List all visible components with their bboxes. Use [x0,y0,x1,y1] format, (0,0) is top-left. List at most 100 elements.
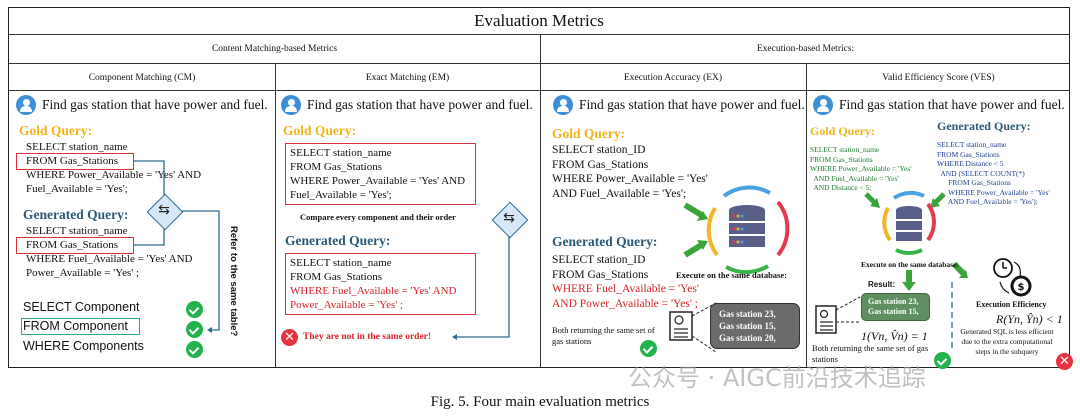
divider [540,34,541,367]
figure-caption: Fig. 5. Four main evaluation metrics [430,394,650,410]
code-line: SELECT station_ID [552,254,646,266]
document-icon [669,311,693,341]
database-icon [896,206,922,241]
check-icon [186,321,203,338]
code-line: FROM Gas_Stations [937,178,1011,187]
user-icon [281,95,301,115]
question-text: Find gas station that have power and fue… [42,97,268,112]
code-line: FROM Gas_Stations [937,149,1000,159]
result-label: Result: [868,280,896,289]
user-icon [16,95,36,115]
metric-cm-header: Component Matching (CM) [88,73,196,83]
question: Find gas station that have power and fue… [281,95,533,115]
document-icon [815,305,837,334]
both-note: Both returning the same set of gas stati… [552,325,655,346]
cycle-arrow [926,202,936,242]
code-line: FROM Gas_Stations [26,155,118,167]
result-item: Gas station 23, [719,309,776,319]
question-text: Find gas station that have power and fue… [307,97,533,112]
code-line: FROM Gas_Stations [552,158,649,171]
gold-query-label: Gold Query: [19,123,93,138]
code-line: WHERE Power_Available = 'Yes' [937,187,1050,197]
component-where: WHERE Components [23,339,144,353]
code-line: SELECT station_name [290,147,392,159]
group-content-matching: Content Matching-based Metrics [211,44,338,54]
cycle-arrow [706,206,719,257]
swap-icon: ⇆ [158,202,170,218]
code-line: WHERE Power_Available = 'Yes' AND [26,169,202,181]
green-arrow-icon [951,261,968,278]
divider [806,63,807,367]
check-icon [640,340,657,357]
cycle-arrow [776,200,790,257]
generated-query-label: Generated Query: [23,207,129,222]
highlight-box-green [21,318,140,335]
flow-arrows [452,236,510,340]
metric-ex-header: Execution Accuracy (EX) [623,73,723,83]
generated-query-label: Generated Query: [937,119,1031,133]
cycle-arrow [1013,261,1021,277]
arrowhead [207,327,212,333]
code-line: WHERE Distance < 5 [937,159,1004,168]
cycle-arrow [725,264,770,275]
code-line: Fuel_Available = 'Yes'; [26,183,128,195]
code-line: WHERE Power_Available = 'Yes' AND [290,175,466,187]
check-icon [186,301,203,318]
code-line: AND Fuel_Available = 'Yes' [810,173,899,183]
component-select: SELECT Component [23,300,140,314]
result-item: Gas station 20, [719,333,776,343]
code-line: SELECT station_name [26,225,128,237]
database-illustration: $ [815,190,1032,352]
callout-line [835,296,861,311]
efficiency-label: Execution Efficiency [976,300,1047,309]
code-line: SELECT station_name [937,140,1007,149]
cycle-arrow [999,281,1010,294]
result-item: Gas station 15, [719,321,776,331]
arrowhead [452,334,457,340]
watermark: 公众号 · AIGC前沿技术追踪 [628,364,926,392]
cycle-arrow [892,190,925,200]
green-arrow-icon [683,202,708,221]
table-title: Evaluation Metrics [474,11,604,30]
execute-note: Execute on the same database: [676,270,787,280]
gold-query-label: Gold Query: [283,123,357,138]
panel-cm: Find gas station that have power and fue… [9,90,275,367]
component-from: FROM Component [23,319,128,333]
metric-ves-header: Valid Efficiency Score (VES) [882,73,995,83]
arrow-line [455,236,510,338]
question-text: Find gas station that have power and fue… [579,97,805,112]
panel-ex: Find gas station that have power and fue… [540,90,806,367]
panel-em: Find gas station that have power and fue… [275,90,540,367]
execute-note: Execute on the same database: [861,260,959,269]
code-line: WHERE Power_Available = 'Yes' [810,164,912,173]
user-icon [813,95,833,115]
arrow-line [182,210,220,331]
divider [9,34,1069,35]
result-box: Gas station 23, Gas station 15, Gas stat… [710,303,800,349]
cycle-arrow [722,185,771,198]
code-line-diff: AND Power_Available = 'Yes' ; [552,297,698,310]
panel-ves: Find gas station that have power and fue… [806,90,1073,370]
metric-em-header: Exact Matching (EM) [365,73,450,83]
green-arrow-icon [902,270,916,291]
gold-query-label: Gold Query: [552,126,626,141]
cycle-arrow [882,207,892,242]
divider [275,63,276,367]
generated-query-label: Generated Query: [285,233,391,248]
code-line: AND Distance < 5; [810,183,872,192]
result-item: Gas station 23, [868,297,919,306]
divider [9,90,1069,91]
code-line: Fuel_Available = 'Yes'; [290,189,392,201]
query-box [285,143,476,205]
user-icon [553,95,573,115]
code-line: AND Fuel_Available = 'Yes'); [937,197,1038,206]
swap-icon: ⇆ [503,210,515,226]
compare-note: Compare every component and their order [300,212,456,222]
svg-text:$: $ [1018,282,1025,293]
